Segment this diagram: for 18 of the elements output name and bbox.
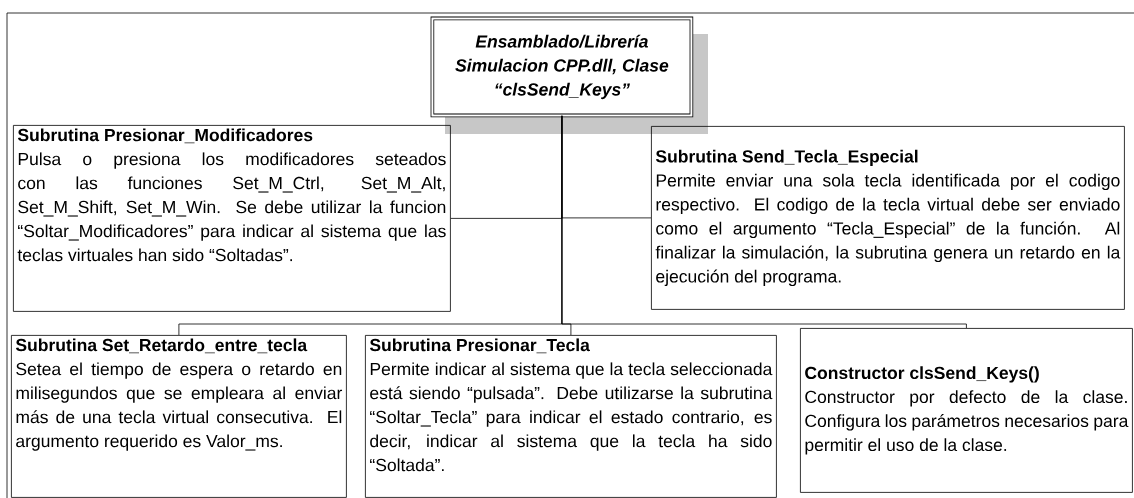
description-box	[13, 125, 451, 312]
box-heading: Subrutina Presionar_Modificadores	[17, 128, 313, 144]
description-box	[651, 126, 1125, 310]
description-box	[11, 335, 347, 498]
box-text: Constructor por defecto de la clase. Configura los parámetros necesarios para permitir el uso de la clase.	[805, 390, 1129, 455]
box-heading: Subrutina Presionar_Tecla	[369, 338, 590, 354]
box-text: Permite enviar una sola tecla identificada por el codigo respectivo. El codigo de la tecla virtual debe ser enviado como el argumento “Tecla_Especial” de la función. Al finalizar la simulación, la subrutina genera un retardo en la ejecución del programa.	[655, 173, 1121, 287]
box-heading: Subrutina Set_Retardo_entre_tecla	[15, 338, 308, 354]
box-text: Permite indicar al sistema que la tecla seleccionada está siendo “pulsada”. Debe utilizarse la subrutina “Soltar_Tecla” para indicar el estado contrario, es decir, indicar al sistema que la tecla ha sido “Soltada”.	[370, 362, 773, 472]
box-heading: Subrutina Send_Tecla_Especial	[655, 149, 918, 167]
connector-line	[561, 115, 967, 329]
box-text: Pulsa o presiona los modificadores seteados con las funciones Set_M_Ctrl, Set_M_Alt, Set_M_Shift, Set_M_Win. Se debe utilizar la funcion “Soltar_Modificadores” para indicar al sistema que las teclas virtuales han sido “Soltadas”.	[17, 152, 446, 262]
box-title: Ensamblado/Librería Simulacion CPP.dll, Clase “clsSend_Keys”	[455, 34, 669, 100]
description-box	[365, 335, 777, 498]
box-heading: Constructor clsSend_Keys()	[805, 366, 1039, 383]
description-box	[800, 328, 1133, 493]
title-box	[430, 16, 708, 134]
box-text: Setea el tiempo de espera o retardo en milisegundos que se empleara al enviar más de una tecla virtual consecutiva. El argumento requerido es Valor_ms.	[16, 362, 343, 451]
